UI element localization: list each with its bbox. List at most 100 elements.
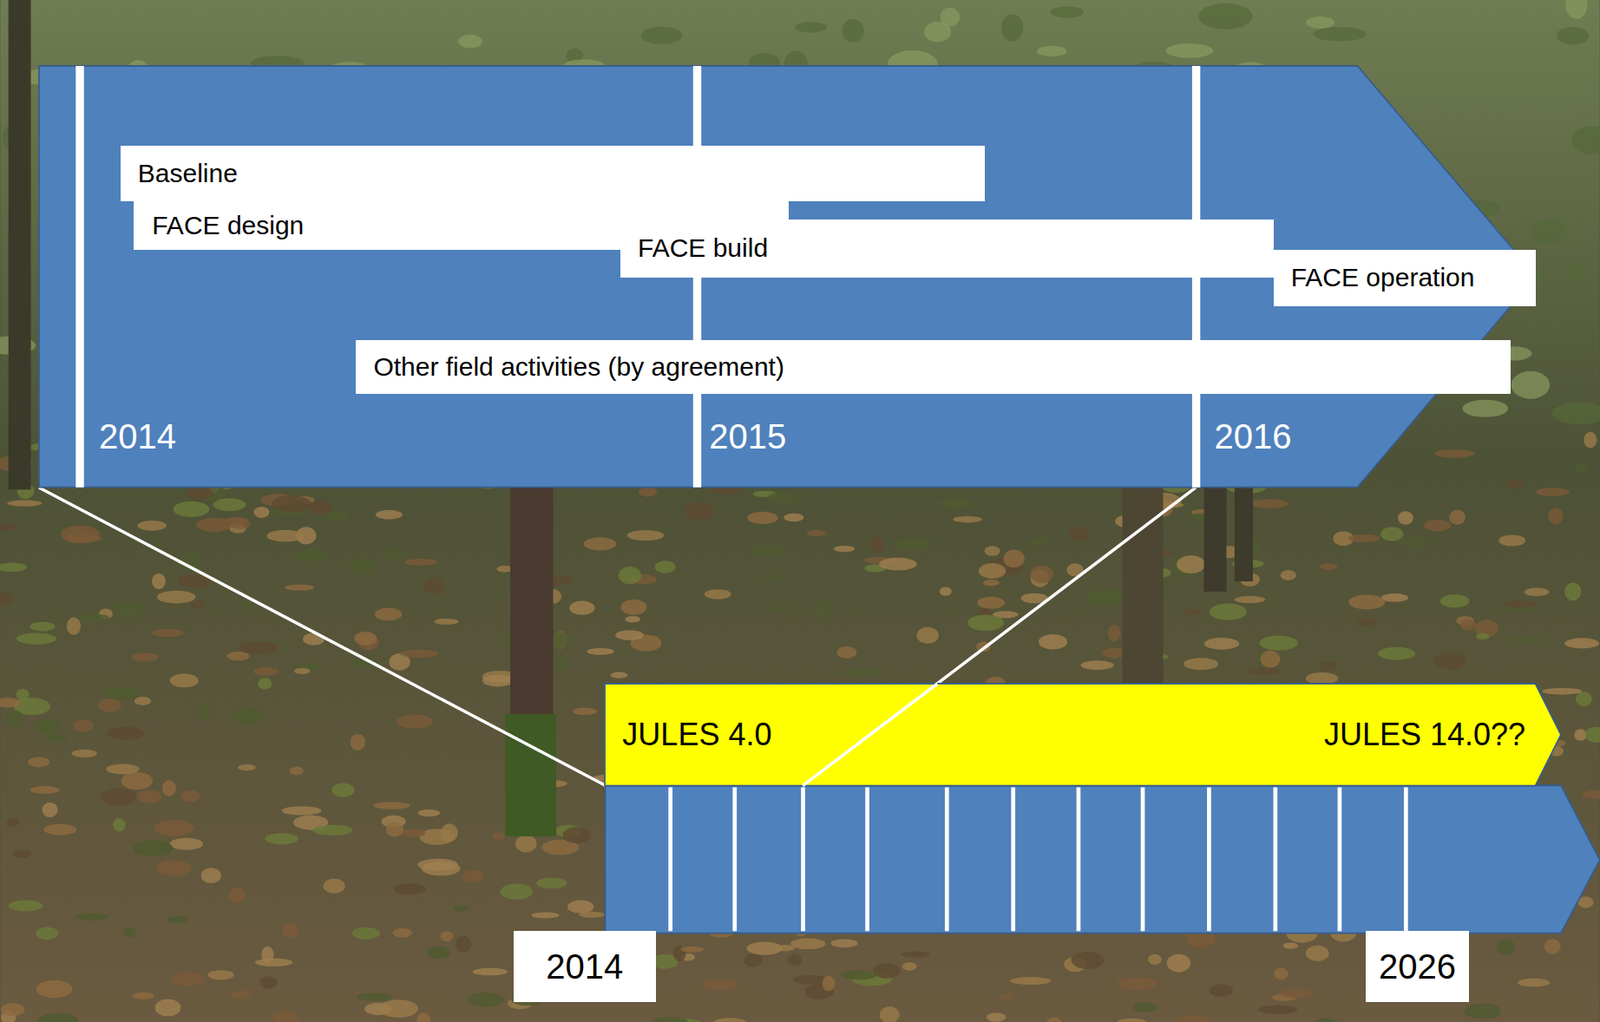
foliage — [842, 19, 865, 44]
year-box: 2014 — [513, 931, 657, 1003]
leaf — [1246, 668, 1282, 676]
year-ticks — [670, 787, 1407, 932]
leaf — [1585, 727, 1600, 743]
leaf — [1305, 672, 1338, 685]
tree-trunk — [1122, 479, 1164, 705]
leaf — [75, 912, 109, 921]
zoom-line — [39, 487, 605, 786]
activity-label: FACE design — [151, 210, 304, 242]
leaf — [1544, 938, 1561, 955]
leaf — [113, 602, 145, 618]
leaf — [1449, 510, 1466, 525]
leaf — [281, 806, 322, 815]
leaf — [392, 928, 413, 938]
leaf — [878, 557, 918, 571]
leaf — [27, 756, 50, 768]
leaf — [711, 1017, 749, 1022]
leaf — [1506, 480, 1526, 490]
leaf — [1087, 589, 1128, 607]
leaf — [655, 560, 676, 573]
leaf — [499, 883, 532, 900]
leaf — [375, 510, 403, 520]
leaf — [281, 922, 300, 938]
leaf — [787, 953, 802, 966]
leaf — [30, 622, 56, 632]
leaf — [902, 962, 918, 971]
leaf — [417, 859, 459, 872]
leaf — [1397, 511, 1414, 525]
leaf — [531, 911, 559, 919]
leaf — [433, 618, 459, 625]
foliage — [940, 7, 960, 27]
leaf — [190, 600, 206, 610]
leaf — [1440, 594, 1469, 609]
leaf — [224, 517, 249, 525]
leaf — [1234, 596, 1266, 604]
leaf — [124, 927, 137, 938]
leaf — [1108, 624, 1122, 643]
model-version-arrow: JULES 4.0JULES 14.0?? — [604, 683, 1561, 787]
leaf — [167, 916, 189, 924]
leaf — [466, 992, 505, 1007]
leaf — [793, 975, 827, 985]
leaf — [349, 558, 374, 577]
leaf — [170, 673, 199, 688]
leaf — [767, 491, 800, 505]
leaf — [1573, 728, 1587, 741]
year-label: 2014 — [98, 416, 177, 457]
leaf — [1273, 968, 1288, 981]
leaf — [870, 537, 886, 551]
leaf — [1498, 534, 1526, 546]
year-label: 2015 — [708, 416, 787, 457]
activity-label: FACE operation — [1291, 262, 1476, 294]
leaf — [1583, 432, 1597, 449]
leaf — [1009, 977, 1051, 985]
foliage — [795, 21, 827, 33]
leaf — [181, 790, 201, 803]
leaf — [1348, 595, 1385, 610]
leaf — [112, 818, 125, 832]
leaf — [620, 599, 647, 616]
leaf — [107, 726, 145, 740]
leaf — [583, 537, 617, 551]
leaf — [8, 900, 44, 912]
leaf — [1496, 939, 1515, 956]
leaf — [1259, 636, 1299, 651]
leaf — [1208, 983, 1233, 997]
leaf — [1116, 977, 1158, 991]
leaf — [0, 524, 17, 532]
leaf — [879, 1006, 900, 1022]
leaf — [0, 591, 14, 607]
leaf — [1133, 1003, 1158, 1013]
leaf — [1038, 634, 1068, 650]
leaf — [352, 927, 381, 940]
leaf — [1357, 617, 1377, 626]
year-box: 2026 — [1365, 931, 1470, 1003]
leaf — [1314, 1017, 1339, 1022]
tree-trunk — [1204, 479, 1227, 592]
leaf — [704, 589, 732, 600]
foliage — [1166, 43, 1214, 59]
leaf — [77, 613, 110, 623]
leaf — [624, 616, 641, 623]
leaf — [1348, 534, 1381, 543]
leaf — [162, 780, 177, 797]
leaf — [42, 802, 59, 818]
leaf — [771, 605, 793, 613]
leaf — [1433, 652, 1466, 669]
leaf — [157, 859, 192, 876]
foliage — [641, 26, 683, 45]
model-version: JULES 4.0 — [622, 716, 772, 753]
leaf — [134, 696, 152, 706]
leaf — [253, 667, 278, 676]
leaf — [1564, 637, 1600, 649]
activity-bar: Baseline — [120, 145, 985, 202]
leaf — [1028, 538, 1049, 547]
leaf — [1464, 1003, 1502, 1020]
leaf — [284, 584, 315, 591]
leaf — [157, 590, 197, 604]
leaf — [1183, 608, 1200, 616]
leaf — [16, 688, 30, 701]
leaf — [472, 968, 508, 977]
leaf — [227, 651, 250, 662]
